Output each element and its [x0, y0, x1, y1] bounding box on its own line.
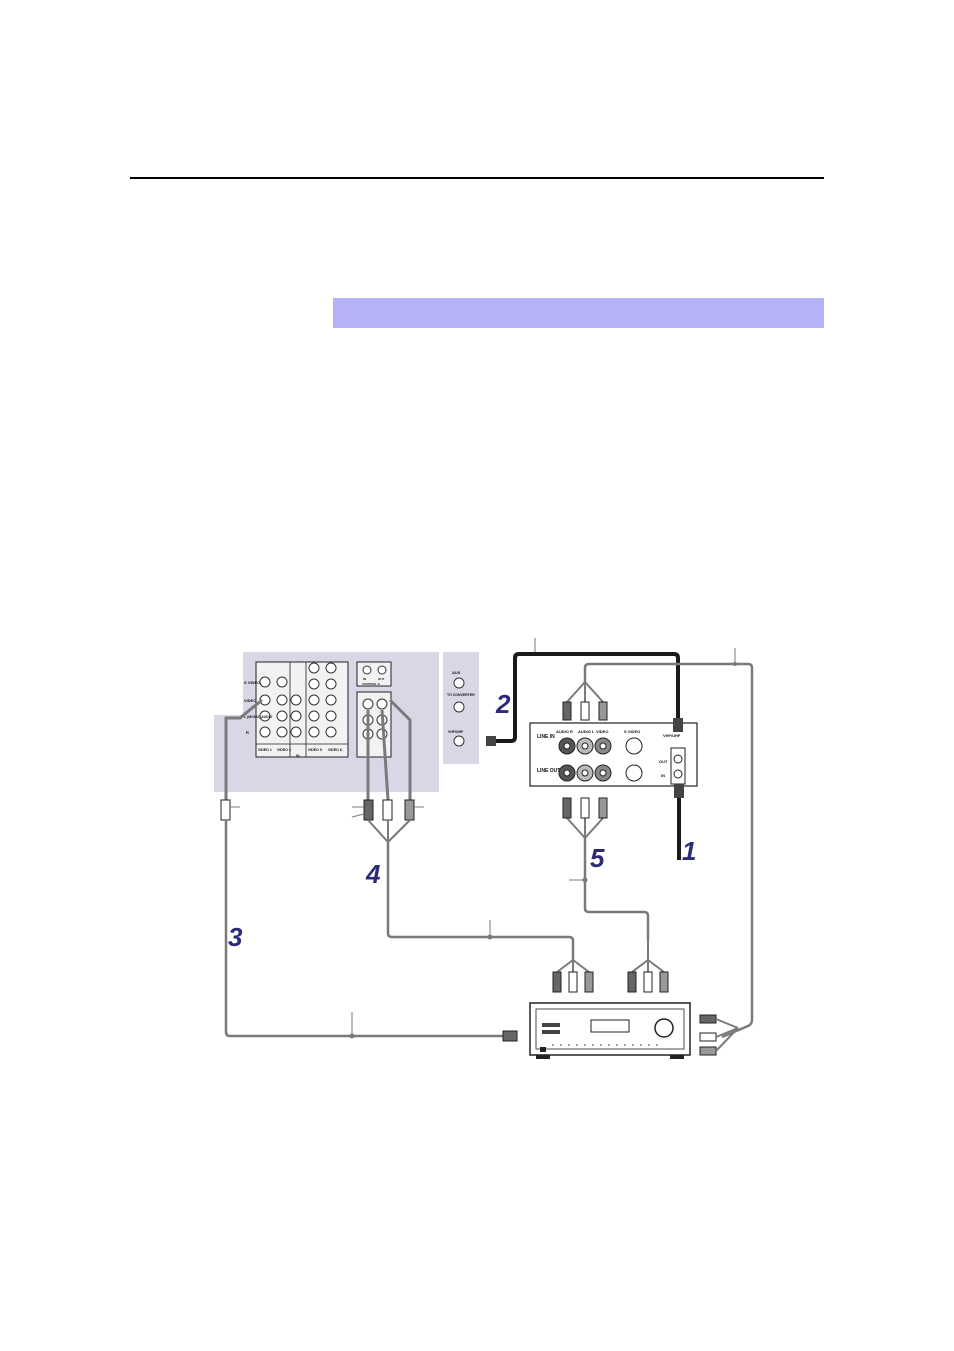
leader-tv-audio-plug-b: [351, 813, 365, 818]
tv-output-plugs: [220, 799, 415, 821]
receiver-video-plug: [502, 1030, 518, 1042]
tv-output-cable-leads: [224, 698, 412, 801]
receiver-input-plugs: [552, 971, 669, 993]
tv-row-label-video: VIDEO: [244, 698, 256, 703]
to-converter-jack: [453, 701, 465, 713]
to-converter-label: TO CONVERTER: [447, 693, 475, 697]
tv-vhf-uhf-jack: [453, 735, 465, 747]
vcr-line-out-plugs: [562, 797, 608, 819]
receiver-side-plugs: [699, 1014, 717, 1056]
connection-diagram: S VIDEO VIDEO L (MONO) AUDIO R VIDEO 1 V…: [214, 638, 754, 1059]
vcr-line-out-jacks: [558, 764, 612, 782]
control-s-title: CONTROL S: [362, 682, 380, 686]
tv-input-jacks: [259, 662, 337, 738]
tv-input-jack-block: [255, 661, 349, 758]
tv-input-label-3: VIDEO 3: [277, 748, 291, 752]
vcr-out-label: OUT: [659, 759, 668, 764]
vcr-in-label: IN: [661, 773, 665, 778]
step-number-4: 4: [365, 859, 381, 889]
vcr-line-in-label: LINE IN: [537, 734, 555, 740]
aux-label: AUX: [452, 670, 461, 675]
tv-row-label-svideo: S VIDEO: [244, 680, 260, 685]
header-rule: [130, 177, 824, 179]
receiver-side-split: [715, 1018, 739, 1052]
vcr-rf-jack-block: [670, 747, 686, 785]
tv-input-label-1: VIDEO 1: [258, 748, 272, 752]
tv-control-s-block: [356, 661, 392, 687]
receiver-input-split-b: [631, 940, 665, 973]
vcr-vhf-uhf-label: VHF/UHF: [663, 733, 681, 738]
vcr-s-video-in-jack: [625, 737, 643, 755]
receiver-display: [590, 1019, 630, 1033]
cable-vcr-line-out-to-receiver: [583, 838, 650, 940]
aux-jack: [453, 677, 465, 689]
control-s-in-label: IN: [363, 677, 366, 681]
tv-input-label-5: VIDEO 5: [308, 748, 322, 752]
section-heading-band: [333, 298, 824, 328]
cable-vcr-line-in-split: [566, 680, 604, 703]
step-number-3: 3: [228, 922, 243, 952]
receiver-volume-knob: [654, 1018, 674, 1038]
vcr-line-out-label: LINE OUT: [537, 768, 560, 774]
step-number-1: 1: [682, 836, 696, 866]
cable-vcr-line-in: [583, 662, 754, 1039]
vcr-audio-l-label: AUDIO L: [578, 729, 595, 734]
vcr-audio-r-label: AUDIO R: [556, 729, 573, 734]
vcr-rear-panel: [529, 722, 698, 787]
vcr-video-label: VIDEO: [596, 729, 608, 734]
step-number-5: 5: [590, 843, 605, 873]
vcr-line-in-jacks: [558, 737, 612, 755]
vcr-line-in-plugs: [562, 701, 608, 721]
control-s-out-label: OUT: [378, 677, 385, 681]
cable-tv-out-to-receiver: [386, 842, 575, 960]
cable-tv-video-out-to-receiver: [224, 820, 503, 1038]
cable-4-split: [367, 819, 411, 844]
rf-connector-tv: [486, 736, 496, 746]
receiver-input-split-a: [556, 959, 590, 973]
rf-connector-vcr-out: [673, 718, 683, 732]
tv-input-group-label: IN: [296, 754, 300, 758]
vcr-s-video-out-jack: [625, 764, 643, 782]
tv-row-label-audio-r: R: [246, 730, 249, 735]
cable-vcr-out-to-tv-vhf: [490, 652, 680, 743]
tv-row-label-audio-l: L (MONO) AUDIO: [244, 715, 273, 719]
vcr-s-video-label: S VIDEO: [624, 729, 640, 734]
rf-connector-vcr-in: [674, 784, 684, 798]
cable-vcr-line-out-split: [566, 817, 604, 840]
tv-input-dividers: [256, 662, 348, 757]
step-number-2: 2: [495, 689, 511, 719]
tv-input-label-6: VIDEO 6: [328, 748, 342, 752]
tv-vhf-uhf-label: VHF/UHF: [448, 730, 464, 734]
